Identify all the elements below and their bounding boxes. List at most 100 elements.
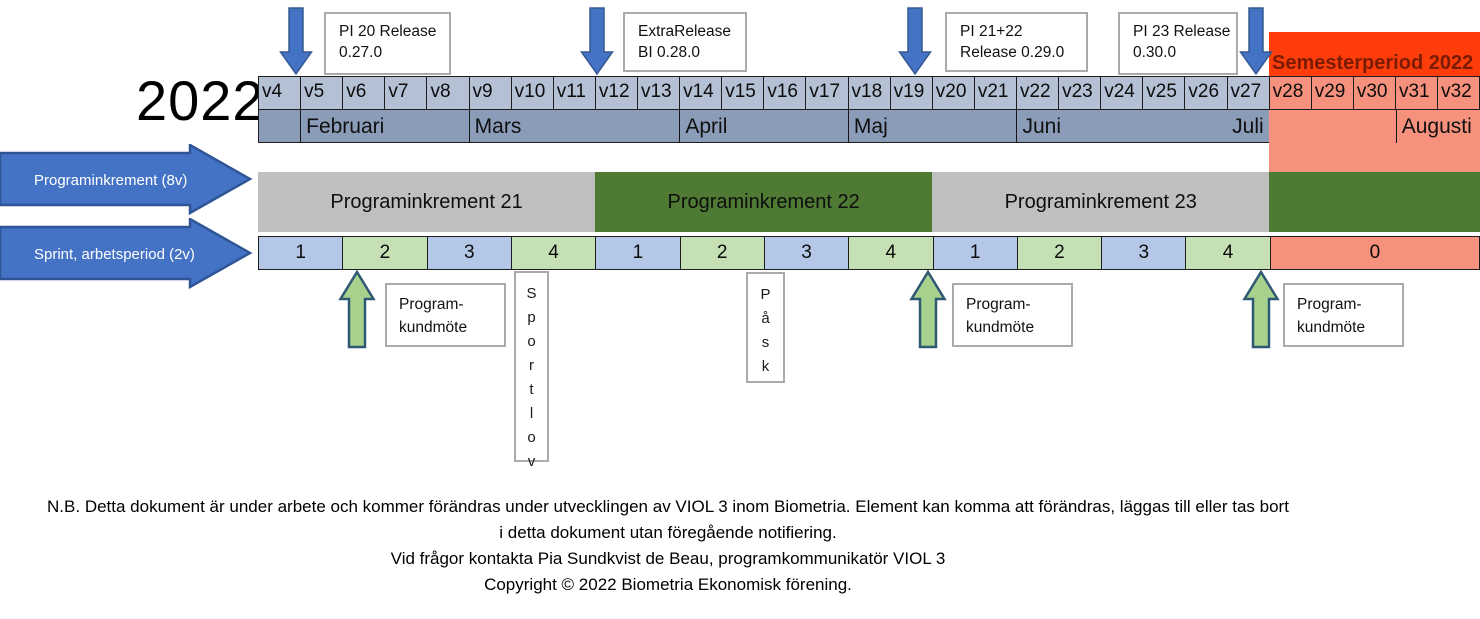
month-band: [258, 110, 1270, 143]
semester-underlay: [1269, 109, 1480, 173]
semester-label: Semesterperiod 2022: [1272, 52, 1474, 74]
release-line2: 0.27.0: [339, 44, 383, 61]
sprint-arrow-label: Sprint, arbetsperiod (2v): [34, 245, 195, 263]
month-label-augusti: Augusti: [1395, 110, 1472, 143]
sprint-cell: 4: [1186, 236, 1271, 270]
week-cell: v10: [511, 76, 554, 110]
release-line1: PI 21+22: [960, 23, 1023, 40]
kundmote-box: Program- kundmöte: [952, 283, 1073, 347]
week-cell: v24: [1101, 76, 1144, 110]
week-cell: v5: [301, 76, 344, 110]
week-cell: v22: [1016, 76, 1060, 110]
kundmote-line2: kundmöte: [399, 319, 468, 336]
footer-line4: Copyright © 2022 Biometria Ekonomisk för…: [484, 575, 852, 594]
month-label-februari: Februari: [300, 110, 384, 143]
pask-label: Påsk: [757, 286, 774, 382]
sprint-cell: 4: [511, 236, 597, 270]
sprint-row: 1 2 3 4 1 2 3 4 1 2 3 4 0: [258, 236, 1480, 270]
week-cell: v12: [595, 76, 638, 110]
month-label-juli: Juli: [1232, 114, 1264, 138]
footer-line1: N.B. Detta dokument är under arbete och …: [47, 497, 1289, 516]
release-line1: PI 23 Release: [1133, 23, 1231, 40]
kundmote-up-arrow-icon: [909, 270, 947, 349]
release-callout-pi2122: PI 21+22 Release 0.29.0: [945, 12, 1088, 72]
week-cell: v28: [1269, 76, 1312, 110]
footer-line3: Vid frågor kontakta Pia Sundkvist de Bea…: [390, 549, 946, 568]
pi-22-segment: Programinkrement 22: [595, 172, 933, 232]
week-cell: v26: [1185, 76, 1228, 110]
week-cell: v17: [806, 76, 849, 110]
release-callout-pi23: PI 23 Release 0.30.0: [1118, 12, 1238, 75]
release-down-arrow-icon: [279, 7, 313, 76]
kundmote-line1: Program-: [1297, 296, 1362, 313]
sprint-cell: 2: [680, 236, 765, 270]
week-cell: v16: [764, 76, 807, 110]
release-line1: PI 20 Release: [339, 23, 437, 40]
sprint-cell: 3: [1102, 236, 1187, 270]
week-cell: v29: [1311, 76, 1354, 110]
sprint-cell: 4: [849, 236, 934, 270]
sprint-cell-semester: 0: [1270, 236, 1480, 270]
week-cell: v25: [1143, 76, 1186, 110]
programinkrement-arrow-icon: [0, 144, 253, 216]
month-label-april: April: [679, 110, 727, 143]
month-row: Februari Mars April Maj Juni Juli August…: [258, 110, 1480, 143]
semester-band: Semesterperiod 2022: [1269, 32, 1480, 76]
release-down-arrow-icon: [898, 7, 932, 76]
release-line1: ExtraRelease: [638, 23, 732, 40]
kundmote-box: Program- kundmöte: [1283, 283, 1404, 347]
week-cell: v9: [469, 76, 512, 110]
kundmote-up-arrow-icon: [1242, 270, 1280, 349]
programinkrement-arrow-label: Programinkrement (8v): [34, 171, 188, 189]
sprint-cell: 1: [933, 236, 1018, 270]
release-line2: BI 0.28.0: [638, 44, 701, 61]
kundmote-line2: kundmöte: [966, 319, 1035, 336]
sprint-cell: 3: [764, 236, 850, 270]
month-label-mars: Mars: [468, 110, 521, 143]
release-line2: 0.30.0: [1133, 44, 1177, 61]
year-label: 2022: [136, 69, 265, 132]
pi-semester-segment: [1269, 172, 1480, 232]
month-label-juni: Juni: [1016, 110, 1061, 143]
week-cell: v31: [1395, 76, 1439, 110]
week-cell: v18: [848, 76, 891, 110]
month-label-maj: Maj: [847, 110, 888, 143]
sprint-cell: 2: [343, 236, 428, 270]
week-cell: v7: [385, 76, 428, 110]
sprint-arrow-icon: [0, 218, 253, 290]
sportlov-label: Sportlov: [523, 285, 540, 477]
kundmote-line2: kundmöte: [1297, 319, 1366, 336]
pi-23-segment: Programinkrement 23: [932, 172, 1270, 232]
week-cell: v6: [343, 76, 386, 110]
sprint-cell: 1: [258, 236, 344, 270]
week-cell: v11: [553, 76, 596, 110]
pask-box: Påsk: [746, 272, 785, 383]
week-cell: v27: [1227, 76, 1270, 110]
week-row: v4 v5 v6 v7 v8 v9 v10 v11 v12 v13 v14 v1…: [258, 76, 1480, 110]
sportlov-box: Sportlov: [514, 271, 549, 477]
week-cell: v23: [1059, 76, 1102, 110]
week-cell: v4: [258, 76, 302, 110]
release-callout-pi20: PI 20 Release 0.27.0: [324, 12, 451, 75]
footer-line2: i detta dokument utan föregående notifie…: [499, 523, 837, 542]
week-cell: v14: [680, 76, 723, 110]
kundmote-box: Program- kundmöte: [385, 283, 506, 347]
week-cell: v19: [890, 76, 933, 110]
week-cell: v15: [722, 76, 765, 110]
footer-disclaimer: N.B. Detta dokument är under arbete och …: [0, 494, 1336, 598]
sprint-cell: 1: [596, 236, 681, 270]
pi-21-segment: Programinkrement 21: [258, 172, 596, 232]
release-callout-extra: ExtraRelease BI 0.28.0: [623, 12, 747, 72]
release-down-arrow-icon: [580, 7, 614, 76]
release-line2: Release 0.29.0: [960, 44, 1065, 61]
sprint-cell: 2: [1017, 236, 1103, 270]
sprint-cell: 3: [427, 236, 512, 270]
kundmote-up-arrow-icon: [338, 270, 376, 349]
week-cell: v20: [932, 76, 975, 110]
week-cell: v21: [974, 76, 1017, 110]
week-cell: v30: [1353, 76, 1396, 110]
week-cell: v13: [637, 76, 681, 110]
week-cell: v8: [427, 76, 470, 110]
program-increment-bar: Programinkrement 21 Programinkrement 22 …: [258, 172, 1480, 232]
